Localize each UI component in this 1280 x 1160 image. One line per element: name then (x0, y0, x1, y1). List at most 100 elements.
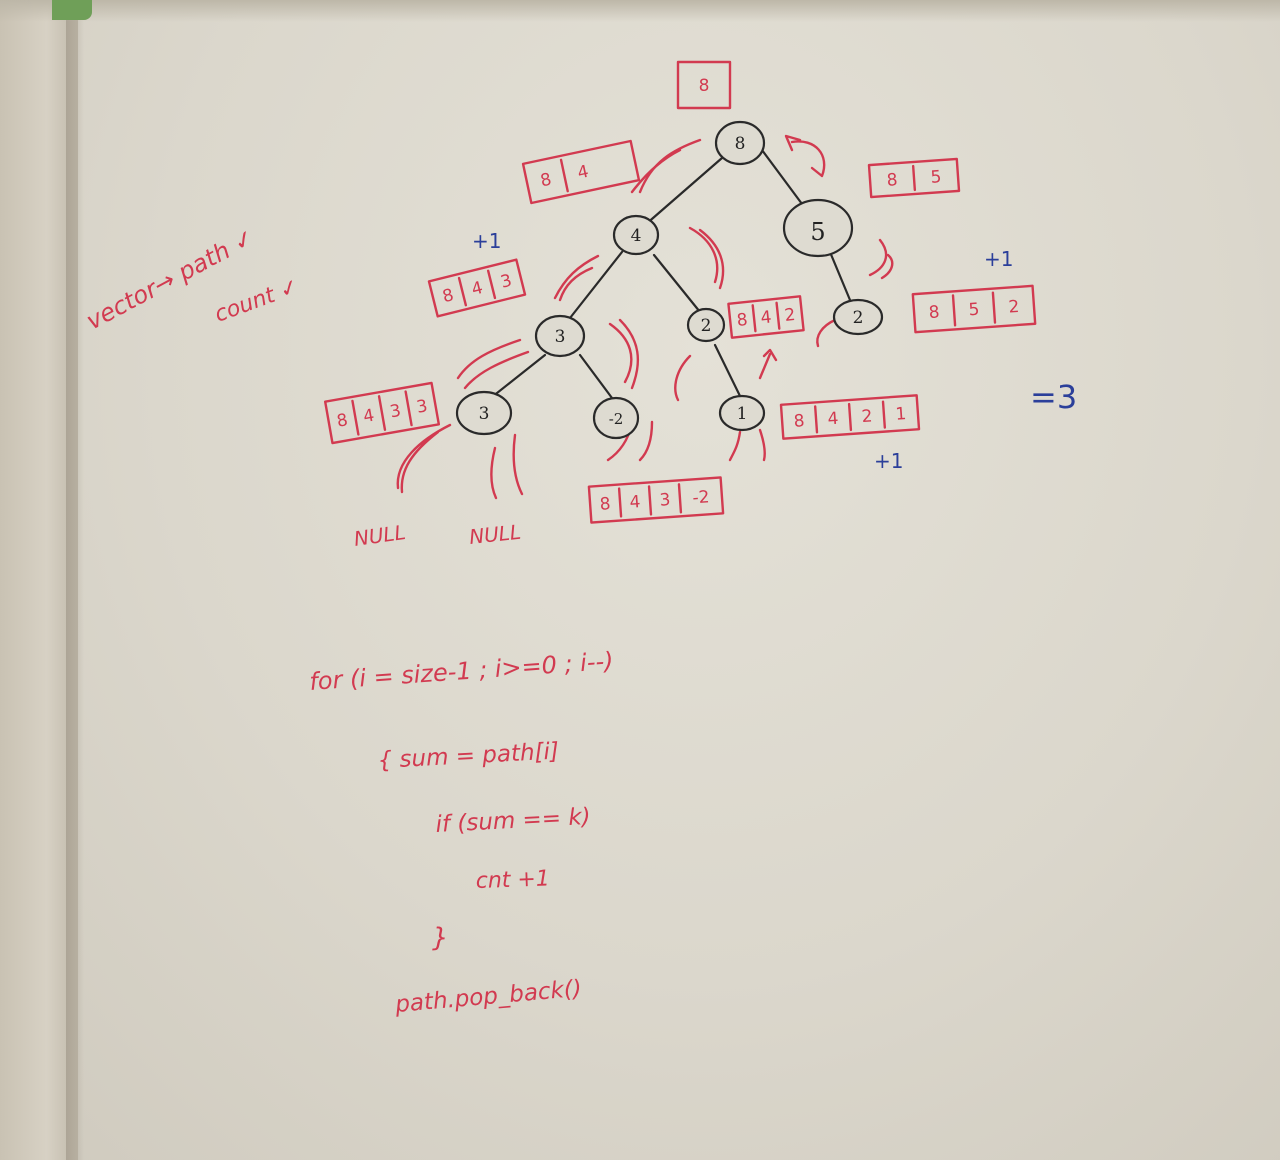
path-cell-value: 2 (1008, 297, 1020, 318)
arrow-to-null-left (396, 423, 452, 494)
edge-4-3 (568, 250, 624, 320)
path-box-outline (727, 295, 805, 339)
path-cell-divider (911, 164, 917, 192)
path-box-path-root: 8 (676, 60, 732, 110)
tree-node-3b: 3 (455, 390, 513, 436)
path-box-outline (676, 60, 732, 110)
count-note: count ✓ (212, 274, 303, 327)
path-cell-value: 8 (886, 170, 898, 191)
path-box-outline (587, 476, 725, 524)
path-cell-divider (351, 399, 360, 436)
path-cell-divider (486, 269, 497, 300)
path-cell-divider (617, 487, 623, 518)
node-value: 3 (479, 404, 490, 424)
pseudo-code: for (i = size-1 ; i>=0 ; i--) { sum = pa… (308, 647, 614, 1018)
code-line-pop-back: path.pop_back() (393, 976, 583, 1018)
path-cell-value: 5 (930, 167, 942, 188)
null-label-left: NULL (352, 520, 407, 551)
path-cell-value: 2 (784, 305, 797, 326)
path-cell-value: 8 (793, 411, 805, 432)
arrow-to-null-right (490, 433, 524, 500)
arrow-up-left-1 (630, 148, 682, 194)
path-cell-value: 4 (760, 307, 773, 328)
path-box-outline (427, 258, 527, 318)
null-label-right: NULL (468, 520, 522, 549)
node-value: 5 (810, 218, 825, 246)
edge-3-3 (490, 353, 547, 399)
traversal-arrows (396, 134, 894, 500)
path-cell-divider (775, 301, 781, 330)
path-cell-value: 8 (736, 310, 749, 331)
path-cell-divider (813, 405, 819, 434)
node-value: -2 (609, 410, 624, 428)
arrow-5-2 (868, 238, 894, 280)
path-cell-divider (559, 158, 569, 193)
plus-one-mark-left: +1 (472, 229, 501, 253)
edge-root-4 (643, 156, 724, 227)
code-line-sum: { sum = path[i] (377, 739, 560, 774)
tree-node-1: 1 (718, 394, 766, 432)
path-box-path-8-4-2-1: 8 4 2 1 (779, 394, 921, 440)
arrow-2-down (758, 348, 778, 380)
path-cell-value: 2 (861, 406, 873, 427)
arrow-m2-up (674, 354, 692, 402)
path-box-path-8-5-2: 8 5 2 (911, 284, 1037, 334)
node-value: 2 (701, 316, 712, 336)
top-shadow (0, 0, 1280, 22)
arrow-4-3 (553, 254, 600, 302)
result-count: =3 (1030, 378, 1077, 416)
path-cell-value: 3 (415, 396, 429, 418)
path-cell-divider (377, 395, 387, 431)
path-cell-value: 8 (928, 302, 940, 323)
code-line-for: for (i = size-1 ; i>=0 ; i--) (308, 647, 614, 696)
path-cell-value: 8 (599, 494, 611, 515)
path-cell-value: 4 (576, 162, 591, 184)
book-gutter (66, 0, 84, 1160)
path-box-outline (521, 139, 641, 205)
path-cell-divider (677, 483, 683, 514)
tree-node-2b: 2 (832, 298, 884, 336)
tree-node-2a: 2 (686, 307, 726, 343)
path-cell-value: 8 (335, 410, 349, 432)
tree-node-5: 5 (782, 198, 854, 258)
path-cell-value: 4 (470, 278, 485, 300)
node-value: 3 (555, 327, 566, 347)
path-cell-value: 4 (827, 409, 839, 430)
tree-node-4: 4 (612, 214, 660, 256)
arrow-up-right-1 (790, 140, 826, 178)
path-cell-value: 5 (968, 300, 980, 321)
path-cell-divider (881, 400, 887, 429)
path-cell-value: -2 (692, 487, 710, 508)
path-cell-divider (847, 402, 853, 432)
path-cell-divider (457, 276, 468, 307)
path-cell-divider (404, 390, 413, 427)
tree-edges (490, 148, 852, 400)
plus-one-mark-bottom: +1 (874, 449, 903, 473)
node-value: 1 (737, 404, 748, 424)
path-cell-value: 3 (499, 271, 514, 293)
tree-node-3a: 3 (534, 314, 586, 358)
path-cell-divider (951, 294, 957, 327)
edge-4-2 (652, 253, 702, 314)
path-cell-value: 1 (895, 404, 907, 425)
path-cell-value: 4 (629, 492, 641, 513)
plus-one-mark-right: +1 (984, 247, 1013, 271)
arrow-up-right-2 (784, 134, 802, 152)
tree-node-root: 8 (714, 120, 766, 166)
arrow-4-2 (688, 226, 725, 290)
code-line-cnt: cnt +1 (475, 866, 550, 894)
path-cell-value: 3 (388, 401, 402, 423)
path-cell-divider (991, 291, 997, 324)
arrow-3-m2 (608, 318, 639, 390)
path-box-outline (911, 284, 1037, 334)
node-value: 2 (853, 308, 864, 328)
node-value: 8 (735, 134, 746, 154)
